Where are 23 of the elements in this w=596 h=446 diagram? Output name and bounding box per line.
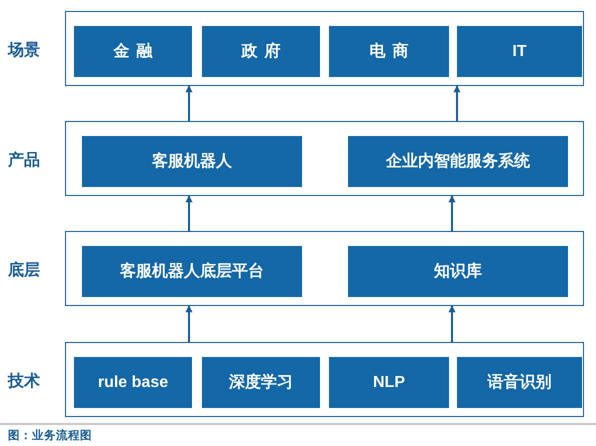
layer-label: 底层	[8, 260, 40, 280]
module-box: 金融	[74, 26, 192, 77]
layer-label: 场景	[8, 40, 40, 60]
module-box: 客服机器人底层平台	[82, 246, 302, 297]
module-box: rule base	[74, 357, 192, 408]
layer-label: 技术	[8, 372, 40, 392]
arrow	[186, 305, 192, 342]
module-box: 电商	[329, 26, 449, 77]
arrow	[448, 195, 456, 231]
module-box: 知识库	[348, 246, 568, 297]
arrow	[454, 85, 460, 121]
module-box: 客服机器人	[82, 136, 302, 187]
caption: 图：业务流程图	[8, 428, 92, 443]
module-box: 深度学习	[202, 357, 320, 408]
module-box: IT	[457, 26, 582, 77]
arrow	[186, 85, 192, 121]
layer-label: 产品	[8, 150, 40, 170]
module-box: 政府	[202, 26, 320, 77]
module-box: NLP	[329, 357, 449, 408]
module-box: 语音识别	[457, 357, 582, 408]
arrow	[186, 195, 192, 231]
module-box: 企业内智能服务系统	[348, 136, 568, 187]
arrow	[448, 305, 456, 342]
